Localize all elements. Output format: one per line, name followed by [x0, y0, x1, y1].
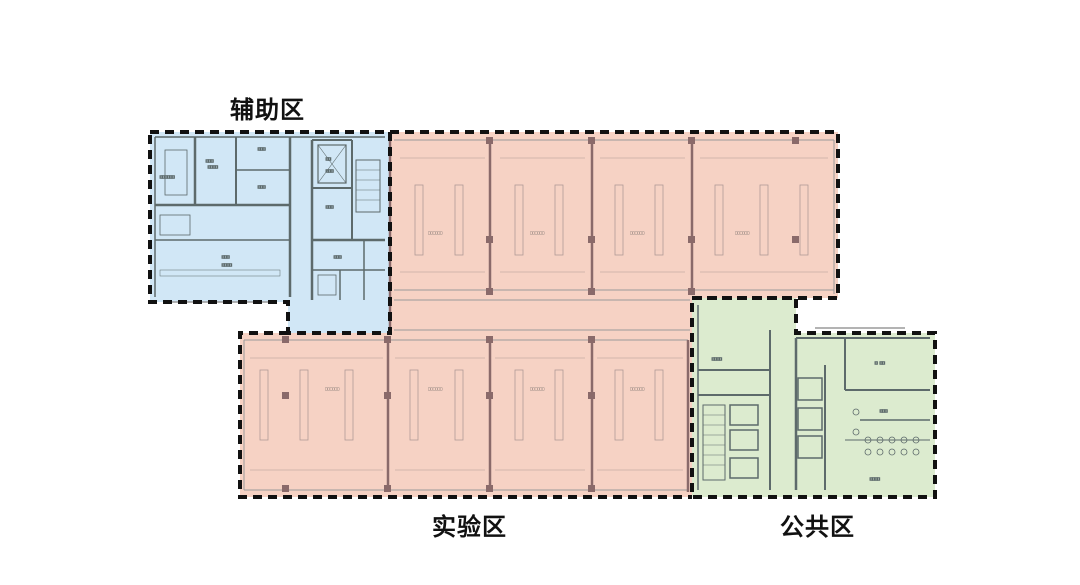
svg-text:□□□: □□□: [206, 158, 214, 163]
laboratory-zone-details: □□□□□□□□□□□□ □□□□□□□□□□□□ □□□□□□□□□□□□ □…: [243, 137, 835, 492]
svg-text:□□□□□□: □□□□□□: [630, 386, 645, 391]
public-zone-border: [690, 296, 937, 499]
zone-fills: [150, 132, 935, 497]
svg-text:□□□: □□□: [222, 254, 230, 259]
public-zone-label: 公共区: [780, 513, 855, 541]
laboratory-zone-border-lower: [238, 331, 692, 499]
svg-text:□□□□: □□□□: [222, 262, 232, 267]
svg-text:□□□: □□□: [326, 204, 334, 209]
svg-text:□□□: □□□: [258, 184, 266, 189]
svg-text:□□□□□□: □□□□□□: [735, 230, 750, 235]
public-zone-details: □□□□ □ □□ □□□ □□□□: [697, 305, 930, 490]
laboratory-zone-fill-upper: [390, 132, 838, 333]
svg-text:□□□: □□□: [258, 146, 266, 151]
svg-text:□□□: □□□: [326, 168, 334, 173]
svg-text:□□□□: □□□□: [870, 476, 880, 481]
svg-text:□□□□: □□□□: [712, 356, 722, 361]
laboratory-zone-label: 实验区: [432, 513, 507, 541]
svg-text:□□□□: □□□□: [208, 164, 218, 169]
svg-text:□□: □□: [326, 156, 331, 161]
public-zone-fill: [692, 298, 935, 497]
auxiliary-zone-label: 辅助区: [230, 96, 305, 124]
svg-text:□□□□□□: □□□□□□: [428, 386, 443, 391]
svg-text:□□□□□□: □□□□□□: [530, 230, 545, 235]
laboratory-zone-border-upper: [390, 130, 840, 300]
svg-text:□□□□□□: □□□□□□: [530, 386, 545, 391]
auxiliary-zone-fill: [150, 132, 390, 333]
svg-text:□□□□□□: □□□□□□: [428, 230, 443, 235]
svg-text:□□□: □□□: [334, 254, 342, 259]
svg-text:□□□□□□: □□□□□□: [630, 230, 645, 235]
svg-text:□□□□□□: □□□□□□: [325, 386, 340, 391]
auxiliary-zone-details: □□□ □□□□ □□□ □□□ □□□ □□□□ □□□□□□ □□ □□□ …: [154, 136, 385, 303]
svg-text:□□□□□□: □□□□□□: [160, 174, 175, 179]
svg-text:□ □□: □ □□: [875, 360, 885, 365]
svg-text:□□□: □□□: [880, 408, 888, 413]
zone-borders: [148, 130, 937, 499]
